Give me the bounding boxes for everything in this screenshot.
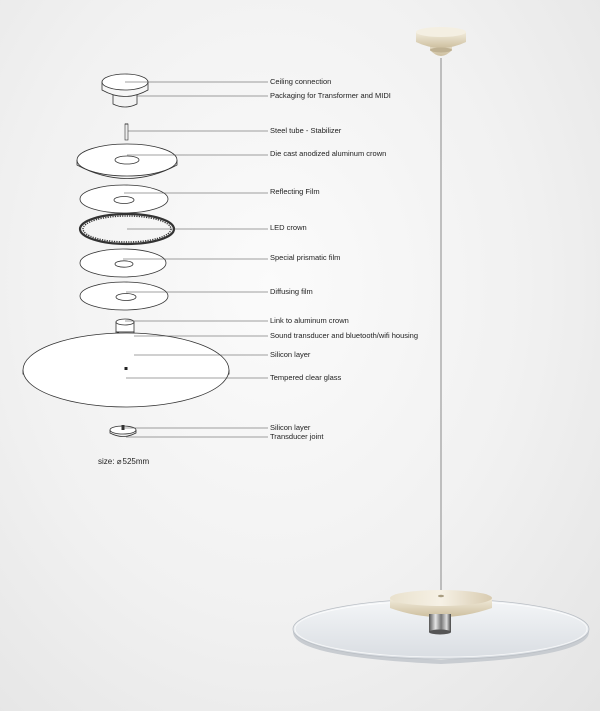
diffusing-film-part: [79, 281, 169, 311]
aluminum-crown-part: [76, 143, 178, 179]
leader-lines: [123, 81, 268, 438]
label-tempered-glass: Tempered clear glass: [270, 373, 342, 382]
label-reflecting-film: Reflecting Film: [270, 187, 320, 196]
lamp-crown: [390, 590, 492, 617]
label-silicon-layer-2: Silicon layer: [270, 423, 311, 432]
label-led-crown: LED crown: [270, 223, 307, 232]
chrome-transducer: [429, 614, 451, 635]
canopy: [416, 27, 466, 56]
transducer-joint-part: [109, 425, 137, 437]
label-steel-tube: Steel tube - Stabilizer: [270, 126, 342, 135]
label-transducer-joint: Transducer joint: [270, 432, 324, 441]
exploded-parts: [22, 73, 230, 437]
label-diffusing-film: Diffusing film: [270, 287, 313, 296]
size-value: 525mm: [122, 457, 150, 466]
steel-tube-part: [124, 123, 129, 141]
label-link-crown: Link to aluminum crown: [270, 316, 349, 325]
prismatic-film-part: [79, 248, 167, 278]
ceiling-connection-part: [101, 73, 149, 108]
label-prismatic-film: Special prismatic film: [270, 253, 341, 262]
label-silicon-layer-1: Silicon layer: [270, 350, 311, 359]
size-label: size:: [98, 457, 115, 466]
tempered-glass-part: [22, 332, 230, 408]
label-ceiling-connection: Ceiling connection: [270, 77, 332, 86]
reflecting-film-part: [79, 184, 169, 214]
label-aluminum-crown: Die cast anodized aluminum crown: [270, 149, 387, 158]
label-sound-transducer: Sound transducer and bluetooth/wifi hous…: [270, 331, 419, 340]
label-packaging: Packaging for Transformer and MIDI: [270, 91, 391, 100]
size-caption: size: ⌀525mm: [98, 457, 149, 466]
assembled-lamp: [292, 27, 590, 664]
diameter-icon: ⌀: [116, 457, 122, 466]
